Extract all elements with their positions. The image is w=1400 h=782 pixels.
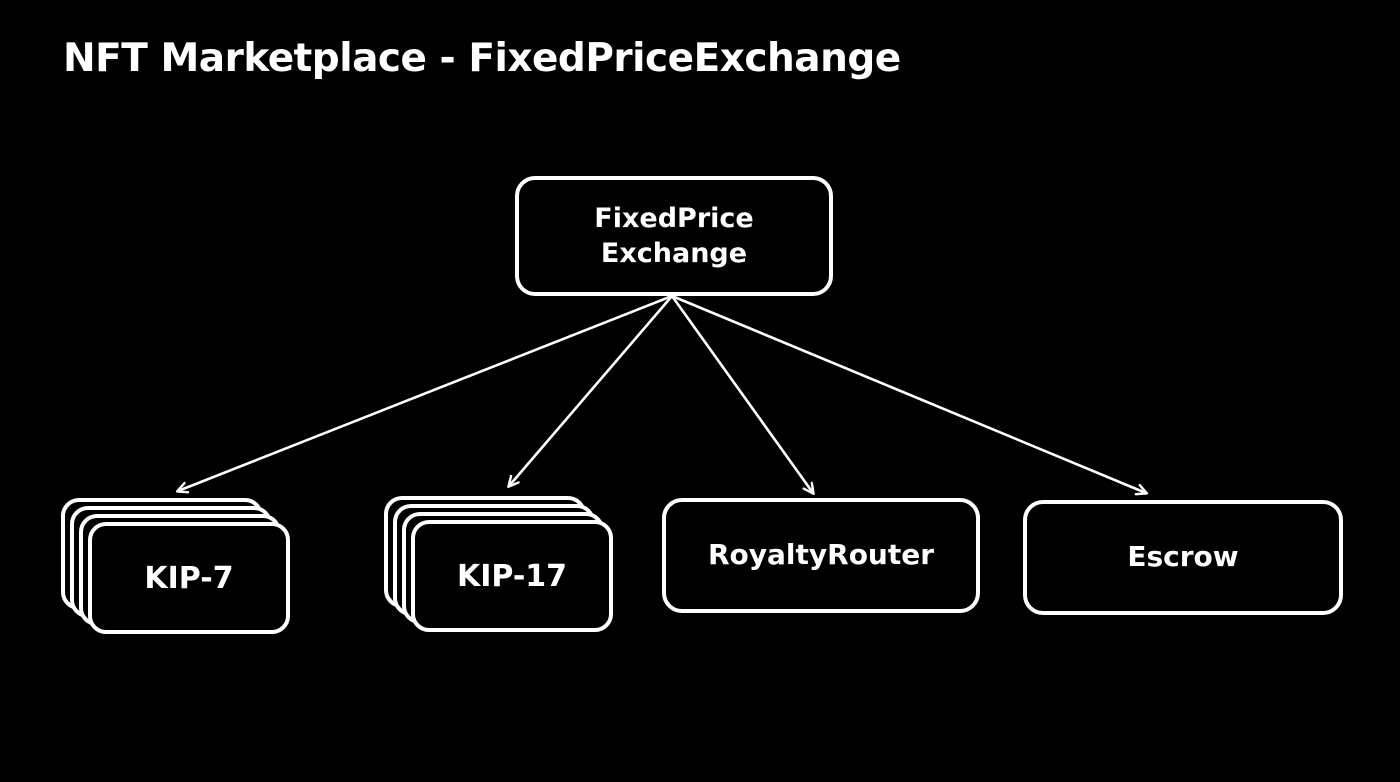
diagram-title: NFT Marketplace - FixedPriceExchange [63, 36, 901, 81]
node-escrow: Escrow [1023, 500, 1343, 615]
edge-root-to-royaltyrouter [670, 295, 813, 493]
node-label: RoyaltyRouter [707, 538, 935, 572]
node-label: Exchange [600, 238, 748, 269]
edge-root-to-kip17 [509, 295, 673, 486]
node-fixed-price-exchange: FixedPrice Exchange [515, 176, 833, 296]
node-kip17: KIP-17 [384, 496, 614, 634]
node-label: KIP-17 [456, 558, 568, 594]
edge-root-to-kip7 [178, 294, 673, 491]
node-label: KIP-7 [144, 560, 234, 596]
stack-card-front: KIP-17 [411, 520, 613, 632]
node-label: Escrow [1127, 540, 1239, 574]
edge-root-to-escrow [671, 294, 1146, 493]
node-royaltyrouter: RoyaltyRouter [662, 498, 980, 613]
node-label: FixedPrice [594, 202, 754, 234]
node-kip7: KIP-7 [61, 498, 291, 636]
stack-card-front: KIP-7 [88, 522, 290, 634]
